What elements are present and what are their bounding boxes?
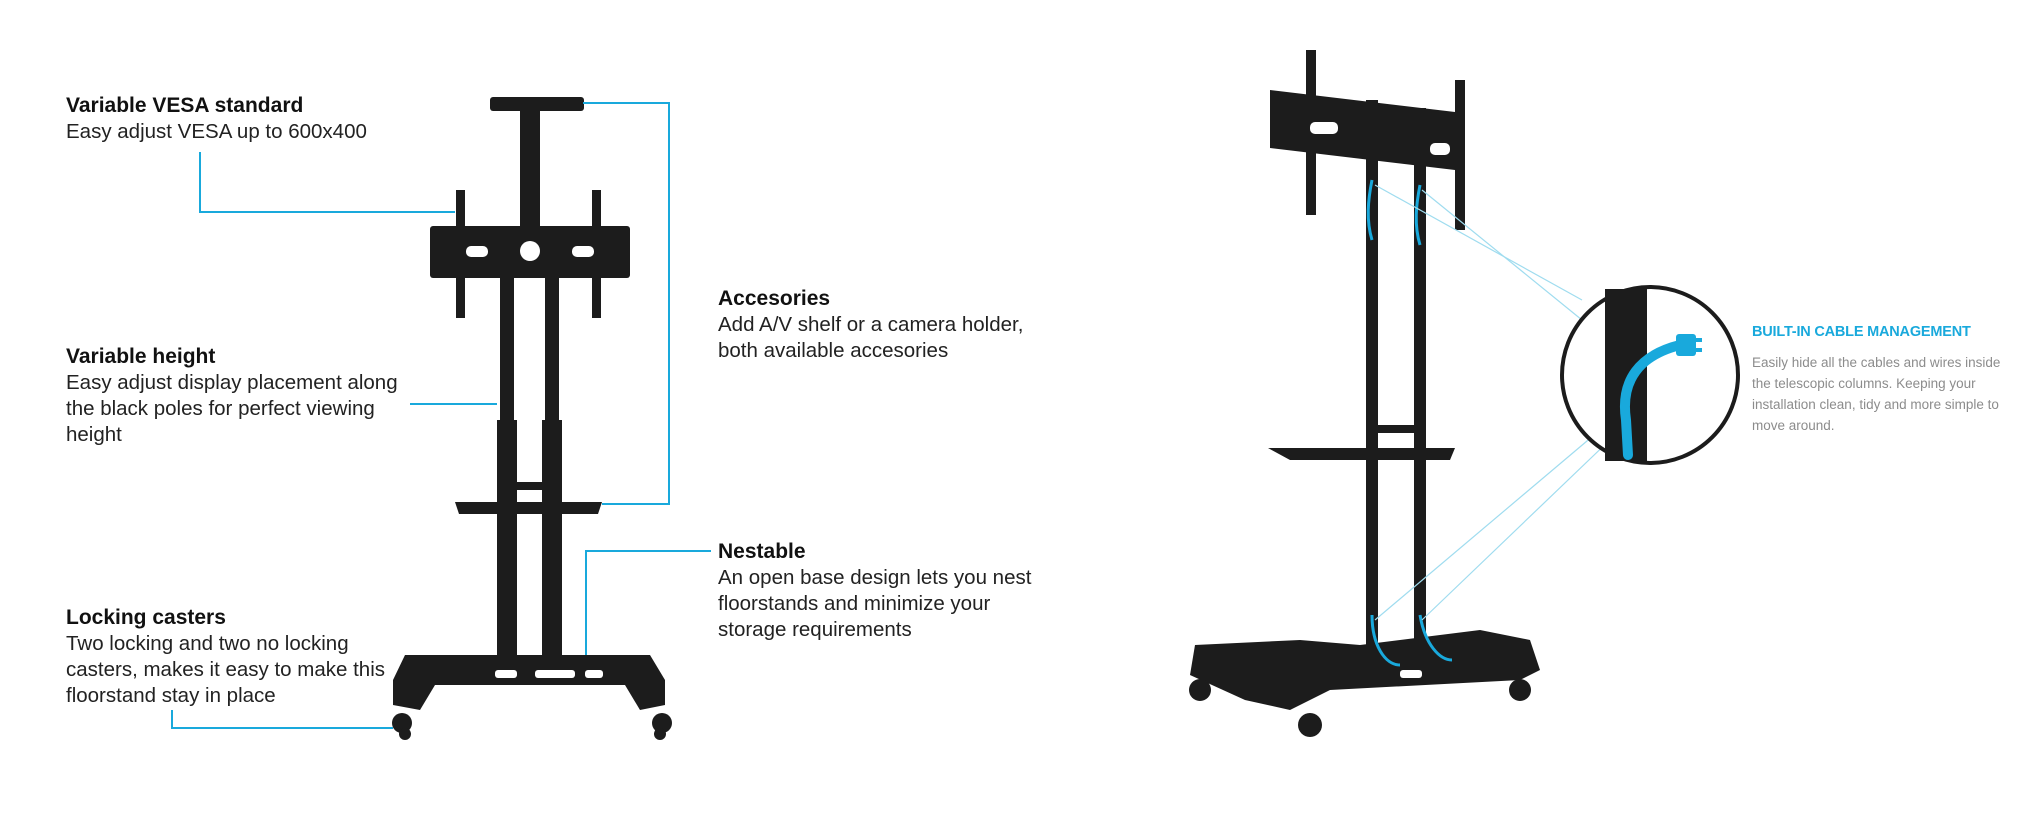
feature-accessories-title: Accesories [718,287,831,310]
feature-height-desc-line: height [66,423,122,446]
feature-vesa-title: Variable VESA standard [66,94,304,117]
callout-line-vesa [199,152,455,213]
feature-accessories-desc-line: Add A/V shelf or a camera holder, [718,313,1024,336]
feature-height: Variable height Easy adjust display plac… [66,344,398,448]
feature-accessories-desc-line: both available accesories [718,339,949,362]
feature-nestable-title: Nestable [718,540,806,563]
callout-line-casters [171,710,393,729]
feature-casters: Locking casters Two locking and two no l… [66,605,385,709]
callout-line-accessories [583,102,670,505]
feature-vesa-desc: Easy adjust VESA up to 600x400 [66,120,367,143]
feature-nestable-desc-line: An open base design lets you nest [718,566,1032,589]
feature-casters-desc-line: casters, makes it easy to make this [66,658,386,681]
cable-management-desc-line: Easily hide all the cables and wires ins… [1752,355,2001,370]
feature-nestable: Nestable An open base design lets you ne… [718,539,1031,643]
feature-casters-title: Locking casters [66,606,226,629]
cable-management-title: BUILT-IN CABLE MANAGEMENT [1752,324,1971,340]
feature-casters-desc-line: Two locking and two no locking [66,632,349,655]
feature-accessories: Accesories Add A/V shelf or a camera hol… [718,286,1023,364]
feature-height-title: Variable height [66,345,216,368]
feature-height-desc-line: Easy adjust display placement along [66,371,398,394]
feature-casters-desc-line: floorstand stay in place [66,684,276,707]
feature-height-desc-line: the black poles for perfect viewing [66,397,375,420]
cable-management-desc-line: installation clean, tidy and more simple… [1752,397,1999,412]
cable-management-desc-line: move around. [1752,418,1835,433]
feature-nestable-desc-line: floorstands and minimize your [718,592,991,615]
cable-management-desc: Easily hide all the cables and wires ins… [1752,352,2022,436]
cable-management-desc-line: the telescopic columns. Keeping your [1752,376,1976,391]
feature-nestable-desc-line: storage requirements [718,618,912,641]
feature-vesa: Variable VESA standard Easy adjust VESA … [66,93,367,145]
callout-line-nestable [585,550,711,655]
